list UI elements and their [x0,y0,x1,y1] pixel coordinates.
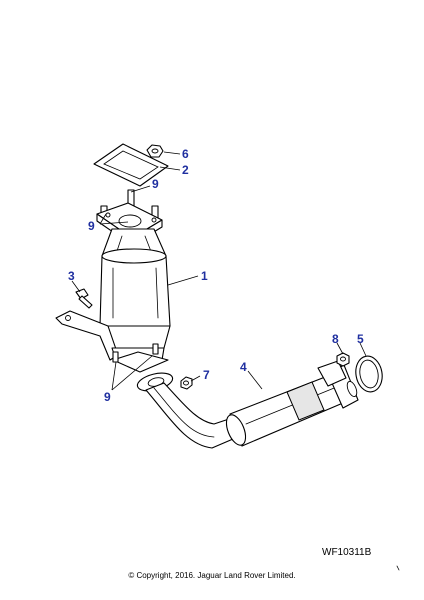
callout-8: 8 [332,332,339,346]
callout-7: 7 [203,368,210,382]
callout-3: 3 [68,269,75,283]
corner-mark [396,565,400,571]
catalytic-converter [55,202,171,373]
diagram-reference: WF10311B [322,547,372,558]
nut-8 [336,352,350,367]
callout-9-left: 9 [88,219,95,233]
bolt-3 [75,288,93,309]
studs-lower [112,343,159,363]
front-pipe [136,360,359,449]
gasket-square [93,143,169,187]
ring-gasket [355,355,383,393]
callout-1: 1 [201,269,208,283]
leader-lines [71,151,367,391]
callout-2: 2 [182,163,189,177]
callout-6: 6 [182,147,189,161]
nut-6 [146,144,164,158]
copyright-notice: © Copyright, 2016. Jaguar Land Rover Lim… [128,571,296,580]
callout-4: 4 [240,360,247,374]
callout-9-top: 9 [152,177,159,191]
nut-7 [180,376,193,390]
callout-9-bottom: 9 [104,390,111,404]
callout-5: 5 [357,332,364,346]
